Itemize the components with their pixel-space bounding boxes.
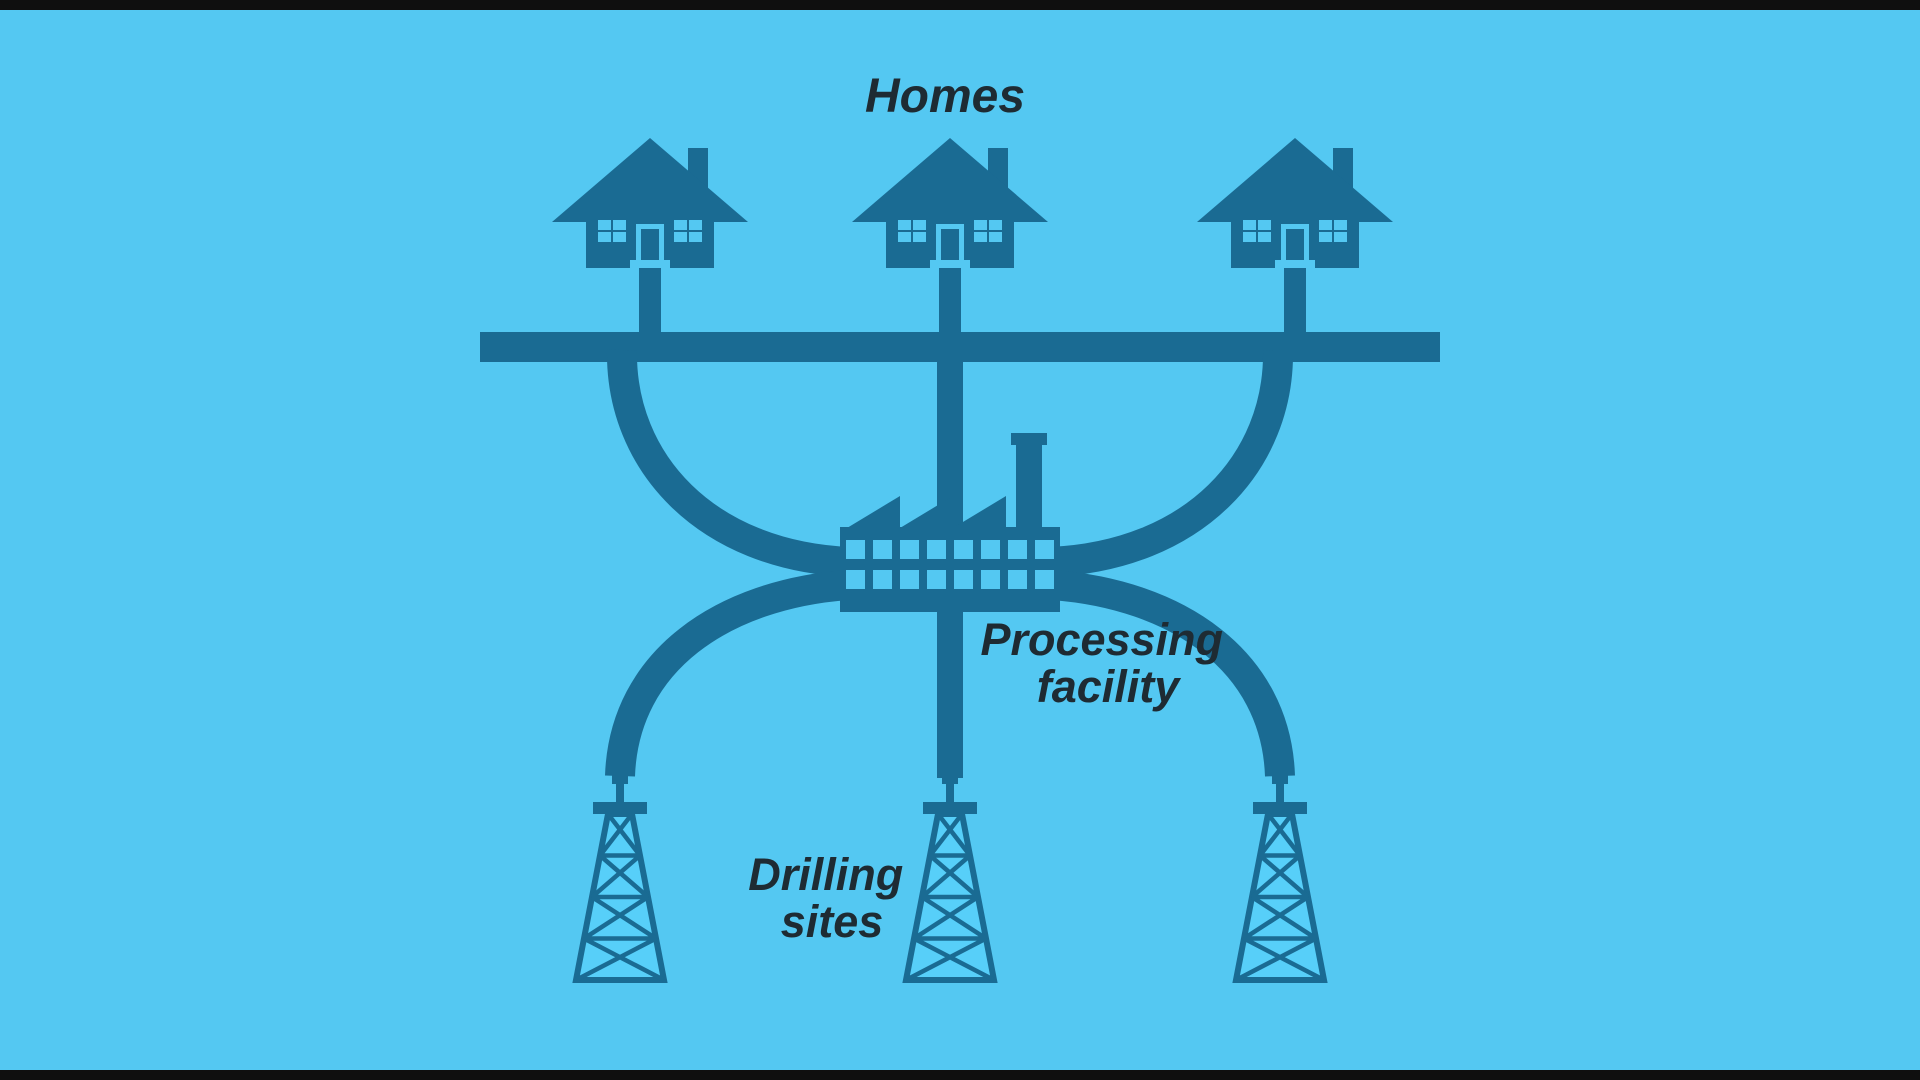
- pipe-left-lower: [605, 570, 850, 777]
- factory-chimney: [1016, 441, 1042, 536]
- processing-facility-label: Processing facility: [980, 614, 1235, 712]
- house-icon: [552, 138, 748, 350]
- drilling-derrick-icon: [1236, 774, 1324, 980]
- factory-roof-tooth: [900, 496, 953, 528]
- center-pipe-lower: [937, 612, 963, 778]
- letterbox-top: [0, 0, 1920, 10]
- house-icon: [1197, 138, 1393, 350]
- house-icon: [852, 138, 1048, 350]
- factory-chimney-cap: [1011, 433, 1047, 445]
- processing-facility-icon: [840, 433, 1060, 612]
- pipe-right-lower: [1050, 570, 1295, 777]
- pipe-left-upper: [606, 349, 851, 577]
- factory-body: [840, 527, 1060, 612]
- letterbox-bottom: [0, 1070, 1920, 1080]
- drilling-derrick-icon: [906, 774, 994, 980]
- pipe-right-upper: [1049, 349, 1294, 577]
- factory-windows: [846, 540, 1054, 589]
- drilling-sites-label: Drilling sites: [748, 849, 916, 947]
- factory-roof-tooth: [953, 496, 1006, 528]
- drilling-derrick-icon: [576, 774, 664, 980]
- homes-label: Homes: [865, 70, 1025, 123]
- factory-roof-tooth: [847, 496, 900, 528]
